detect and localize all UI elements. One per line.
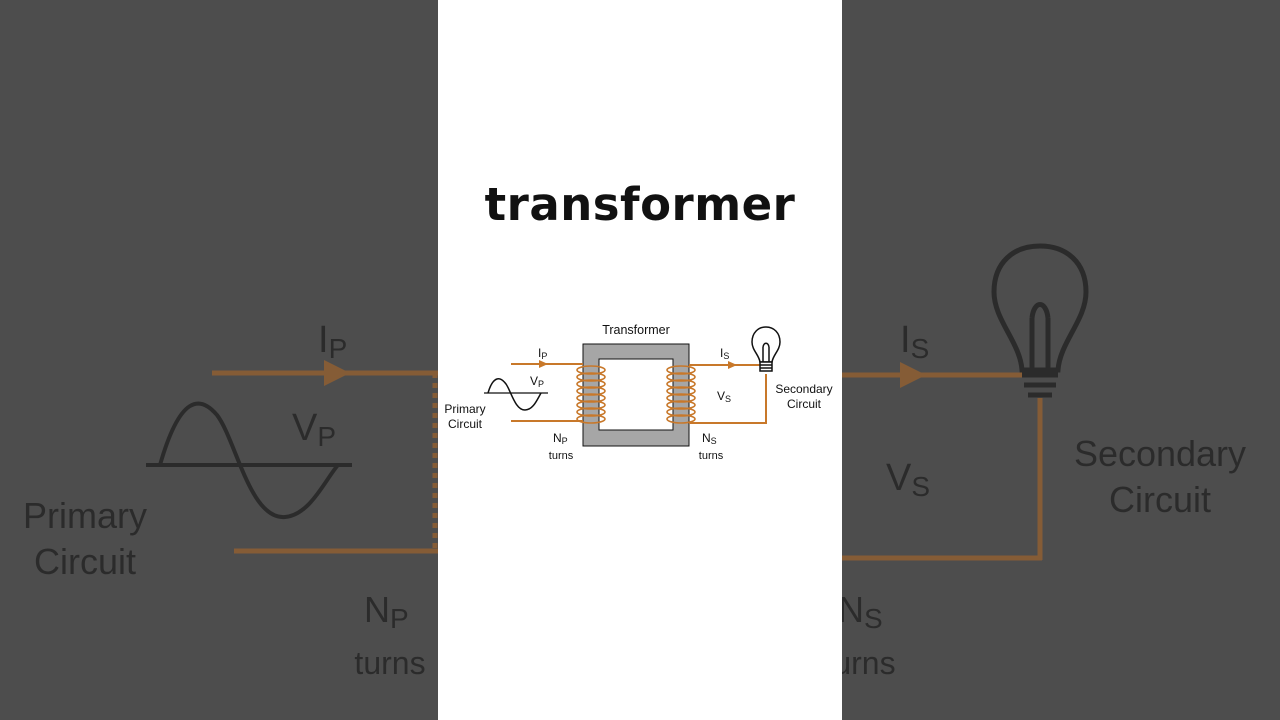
secondary-circuit-label-1: Secondary — [775, 382, 832, 396]
vp-label: VP — [530, 374, 544, 389]
secondary-current-arrow — [728, 361, 737, 369]
transformer-label: Transformer — [602, 323, 670, 337]
background-right-zoom: IS VS Secondary Circuit NS turns — [842, 243, 1246, 681]
sine-wave-icon — [487, 378, 542, 411]
bg-primary-label-1: Primary — [23, 495, 147, 536]
primary-current-arrow — [539, 360, 548, 368]
bg-ns-turns: turns — [842, 645, 896, 681]
bg-vp-label: VP — [292, 407, 336, 452]
np-turns-label: turns — [549, 450, 574, 462]
background-left: IP VP Primary Circuit NP turns — [0, 0, 438, 720]
ns-turns-label: turns — [699, 450, 724, 462]
bg-sine-wave — [158, 401, 340, 520]
is-label: IS — [720, 346, 729, 361]
bg-ip-label: IP — [318, 319, 347, 364]
bg-secondary-label-2: Circuit — [1109, 479, 1211, 520]
background-right: IS VS Secondary Circuit NS turns — [842, 0, 1280, 720]
primary-circuit-label-1: Primary — [444, 402, 485, 416]
bg-np-turns: turns — [354, 645, 425, 681]
ns-label: NS — [702, 431, 717, 446]
bg-is-label: IS — [900, 319, 929, 364]
center-panel: transformer — [438, 0, 842, 720]
transformer-core-window — [598, 358, 674, 431]
bg-ns-label: NS — [842, 589, 883, 634]
bg-primary-label-2: Circuit — [34, 541, 136, 582]
bg-secondary-arrow — [900, 362, 926, 388]
background-left-zoom: IP VP Primary Circuit NP turns — [23, 319, 438, 681]
primary-coil — [576, 365, 606, 424]
bg-np-label: NP — [364, 589, 409, 634]
bg-primary-arrow — [324, 360, 350, 386]
transformer-diagram: Transformer IP VP Primary Circuit NP tur… — [444, 323, 832, 462]
bg-vs-label: VS — [886, 457, 930, 502]
primary-circuit-label-2: Circuit — [448, 417, 483, 431]
vs-label: VS — [717, 389, 731, 404]
np-label: NP — [553, 431, 568, 446]
page-title: transformer — [484, 178, 796, 231]
secondary-circuit-label-2: Circuit — [787, 397, 822, 411]
bg-bulb-icon — [991, 243, 1089, 398]
secondary-coil — [666, 365, 696, 424]
ip-label: IP — [538, 346, 547, 361]
bulb-icon — [751, 326, 781, 372]
bg-secondary-label-1: Secondary — [1074, 433, 1246, 474]
